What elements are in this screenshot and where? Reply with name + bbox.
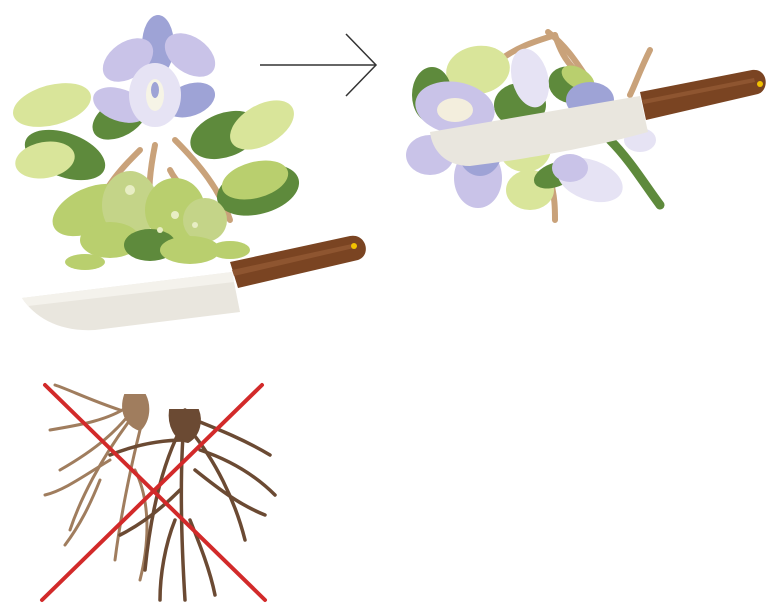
chopped-flowers-icon	[406, 32, 766, 220]
water-hyacinth-plant-icon	[8, 15, 305, 270]
rivet-icon	[757, 81, 763, 87]
arrow-right-icon	[260, 34, 376, 96]
cross-out-icon	[42, 385, 265, 600]
rivet-icon	[351, 243, 357, 249]
flower-icon	[88, 15, 223, 130]
